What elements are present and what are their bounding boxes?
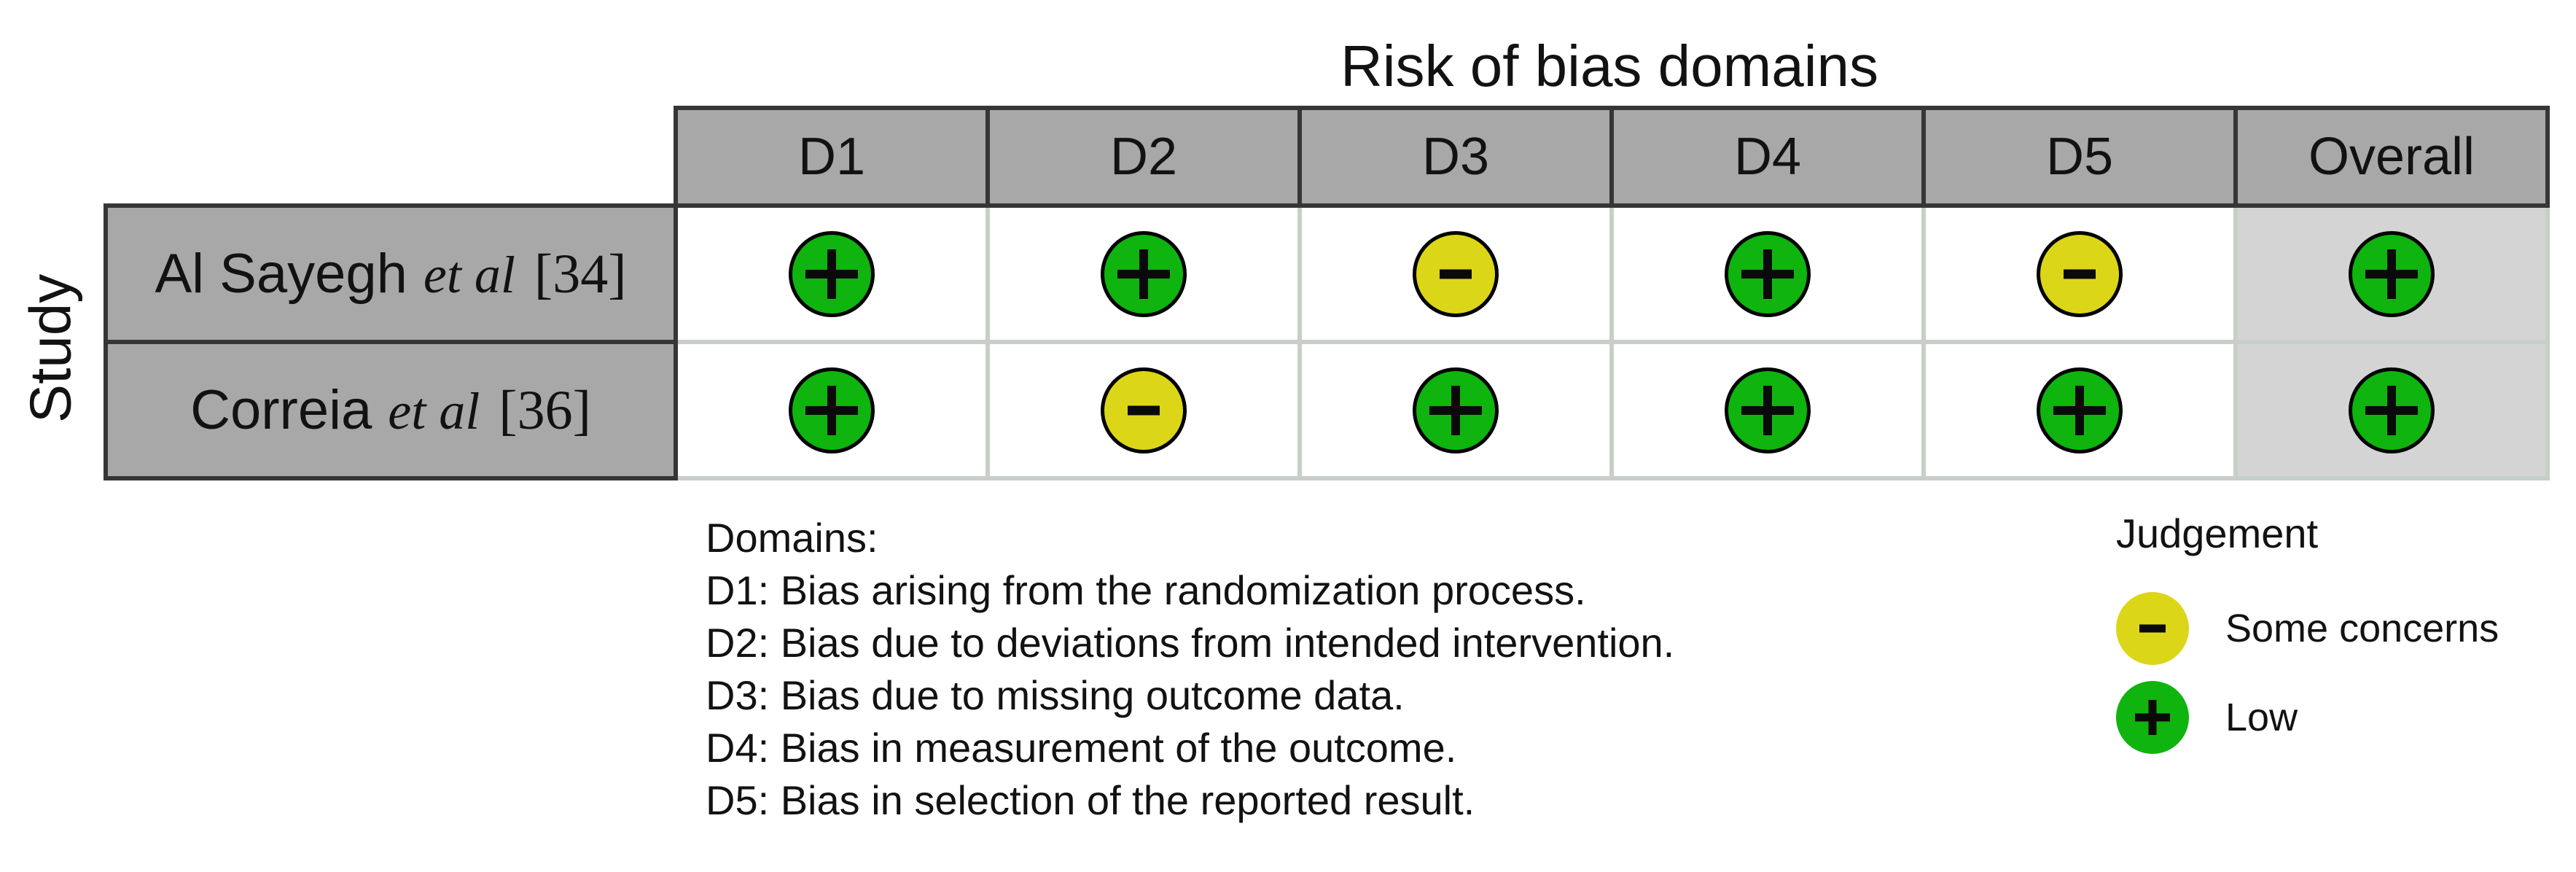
- judgement-icon: [1413, 230, 1499, 317]
- legend-heading: Judgement: [2116, 510, 2319, 556]
- judgement-cell-overall: [2233, 203, 2550, 344]
- table-row: Al Sayegh et al [34]: [104, 203, 2550, 344]
- domain-description-d5: D5: Bias in selection of the reported re…: [706, 777, 1475, 823]
- study-name: Correia: [190, 378, 372, 441]
- judgement-legend: Judgement Some concerns Low: [2116, 510, 2499, 754]
- domains-heading: Domains:: [706, 515, 878, 561]
- judgement-icon: [1101, 230, 1187, 317]
- symbol-bar-vertical: [1763, 385, 1772, 435]
- legend-label: Some concerns: [2225, 607, 2499, 650]
- judgement-cell: [1921, 203, 2238, 344]
- domain-description-d3: D3: Bias due to missing outcome data.: [706, 672, 1405, 718]
- symbol-bar-vertical: [2387, 249, 2396, 299]
- judgement-icon: [789, 230, 875, 317]
- legend-item-low: Low: [2116, 681, 2499, 754]
- domain-description-d2: D2: Bias due to deviations from intended…: [706, 620, 1675, 666]
- study-reference: [36]: [499, 379, 591, 441]
- symbol-bar-horizontal: [1440, 269, 1472, 279]
- judgement-cell: [1297, 203, 1614, 344]
- corner-spacer: [106, 108, 676, 206]
- judgement-cell: [985, 340, 1302, 480]
- symbol-bar-vertical: [2075, 385, 2084, 435]
- domain-description-d1: D1: Bias arising from the randomization …: [706, 567, 1586, 613]
- study-axis-text: Study: [17, 273, 83, 424]
- judgement-cell: [985, 203, 1302, 344]
- symbol-bar-vertical: [827, 249, 836, 299]
- symbol-bar-vertical: [2148, 700, 2157, 735]
- risk-of-bias-table: D1 D2 D3 D4 D5 Overall Al Sayegh et al [34…: [104, 106, 2550, 480]
- study-label-cell: Correia et al [36]: [104, 340, 678, 480]
- study-etal: et al: [423, 245, 515, 304]
- column-header-overall: Overall: [2233, 106, 2550, 208]
- judgement-icon: [789, 367, 875, 453]
- judgement-icon: [2349, 367, 2435, 453]
- symbol-bar-vertical: [1451, 385, 1460, 435]
- domain-description-d4: D4: Bias in measurement of the outcome.: [706, 725, 1457, 771]
- symbol-bar-vertical: [1139, 249, 1148, 299]
- judgement-cell-overall: [2233, 340, 2550, 480]
- low-risk-icon: [2116, 681, 2189, 754]
- study-reference: [34]: [534, 243, 627, 305]
- judgement-icon: [1725, 230, 1811, 317]
- symbol-bar-vertical: [2387, 385, 2396, 435]
- domains-note: Domains: D1: Bias arising from the rando…: [706, 512, 1674, 827]
- column-header-d3: D3: [1297, 106, 1614, 208]
- some-concerns-icon: [2116, 592, 2189, 665]
- symbol-bar-vertical: [1763, 249, 1772, 299]
- study-name: Al Sayegh: [155, 242, 407, 305]
- judgement-icon: [2037, 230, 2123, 317]
- figure-title: Risk of bias domains: [1340, 34, 1879, 98]
- header-row: D1 D2 D3 D4 D5 Overall: [106, 106, 2550, 208]
- column-header-d4: D4: [1609, 106, 1926, 208]
- symbol-bar-vertical: [827, 385, 836, 435]
- study-etal: et al: [388, 381, 480, 440]
- judgement-cell: [1297, 340, 1614, 480]
- judgement-icon: [2349, 230, 2435, 317]
- symbol-bar-horizontal: [1128, 405, 1160, 415]
- judgement-cell: [1609, 340, 1926, 480]
- judgement-icon: [1725, 367, 1811, 453]
- study-axis-label: Study: [10, 208, 90, 489]
- column-header-d2: D2: [985, 106, 1302, 208]
- legend-item-some-concerns: Some concerns: [2116, 592, 2499, 665]
- judgement-cell: [1609, 203, 1926, 344]
- study-label-cell: Al Sayegh et al [34]: [104, 203, 678, 344]
- judgement-icon: [1101, 367, 1187, 453]
- judgement-cell: [674, 340, 990, 480]
- table-row: Correia et al [36]: [104, 340, 2550, 480]
- judgement-icon: [1413, 367, 1499, 453]
- column-header-d5: D5: [1921, 106, 2238, 208]
- symbol-bar-horizontal: [2064, 269, 2096, 279]
- judgement-icon: [2037, 367, 2123, 453]
- column-header-d1: D1: [674, 106, 990, 208]
- legend-label: Low: [2225, 696, 2298, 739]
- judgement-cell: [674, 203, 990, 344]
- judgement-cell: [1921, 340, 2238, 480]
- symbol-bar-horizontal: [2139, 624, 2166, 633]
